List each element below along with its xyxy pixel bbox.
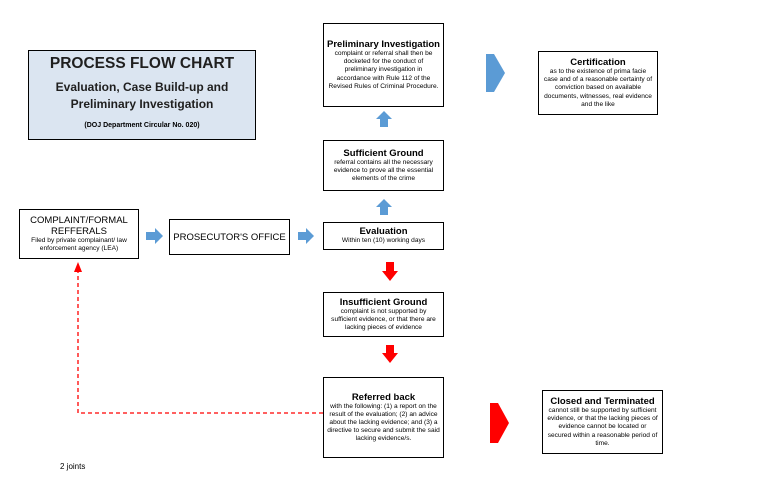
evaluation-node: Evaluation Within ten (10) working days (323, 222, 444, 250)
complaint-title: COMPLAINT/FORMAL REFFERALS (30, 214, 128, 237)
arrow-sufficient-to-preliminary (376, 111, 392, 127)
certification-title: Certification (570, 57, 626, 69)
footer-note: 2 joints (60, 462, 86, 471)
arrow-insufficient-to-referred (382, 345, 398, 363)
referred-title: Referred back (351, 391, 416, 403)
referred-body: with the following: (1) a report on the … (327, 402, 440, 443)
evaluation-title: Evaluation (359, 226, 408, 238)
evaluation-body: Within ten (10) working days (341, 237, 426, 245)
arrow-complaint-to-prosecutor (146, 228, 163, 244)
sufficient-title: Sufficient Ground (343, 147, 424, 159)
chart-subtitle: Evaluation, Case Build-up and Preliminar… (55, 80, 229, 111)
sufficient-node: Sufficient Ground referral contains all … (323, 140, 444, 191)
loop-back-dashed-line (77, 272, 323, 414)
arrow-preliminary-to-certification (486, 54, 505, 92)
insufficient-node: Insufficient Ground complaint is not sup… (323, 292, 444, 337)
arrow-evaluation-to-sufficient (376, 199, 392, 215)
arrow-evaluation-to-insufficient (382, 262, 398, 281)
sufficient-body: referral contains all the necessary evid… (333, 158, 434, 183)
complaint-node: COMPLAINT/FORMAL REFFERALS Filed by priv… (19, 209, 139, 259)
loop-back-arrowhead (74, 262, 82, 272)
certification-body: as to the existence of prima facie case … (543, 68, 653, 108)
preliminary-node: Preliminary Investigation complaint or r… (323, 23, 444, 107)
closed-node: Closed and Terminated cannot still be su… (542, 390, 663, 454)
preliminary-title: Preliminary Investigation (327, 39, 440, 51)
prosecutor-title: PROSECUTOR'S OFFICE (173, 231, 286, 243)
title-box: PROCESS FLOW CHART Evaluation, Case Buil… (28, 50, 256, 140)
certification-node: Certification as to the existence of pri… (538, 51, 658, 115)
arrow-referred-to-closed (490, 403, 509, 443)
insufficient-body: complaint is not supported by sufficient… (331, 307, 436, 332)
insufficient-title: Insufficient Ground (339, 296, 428, 308)
referred-node: Referred back with the following: (1) a … (323, 377, 444, 458)
arrow-prosecutor-to-evaluation (298, 228, 314, 244)
chart-title: PROCESS FLOW CHART (49, 55, 235, 72)
preliminary-body: complaint or referral shall then be dock… (328, 50, 439, 90)
closed-title: Closed and Terminated (550, 396, 655, 408)
prosecutor-node: PROSECUTOR'S OFFICE (169, 219, 290, 255)
complaint-body: Filed by private complainant/ law enforc… (31, 236, 127, 252)
chart-note: (DOJ Department Circular No. 020) (84, 122, 200, 129)
closed-body: cannot still be supported by sufficient … (547, 407, 658, 447)
